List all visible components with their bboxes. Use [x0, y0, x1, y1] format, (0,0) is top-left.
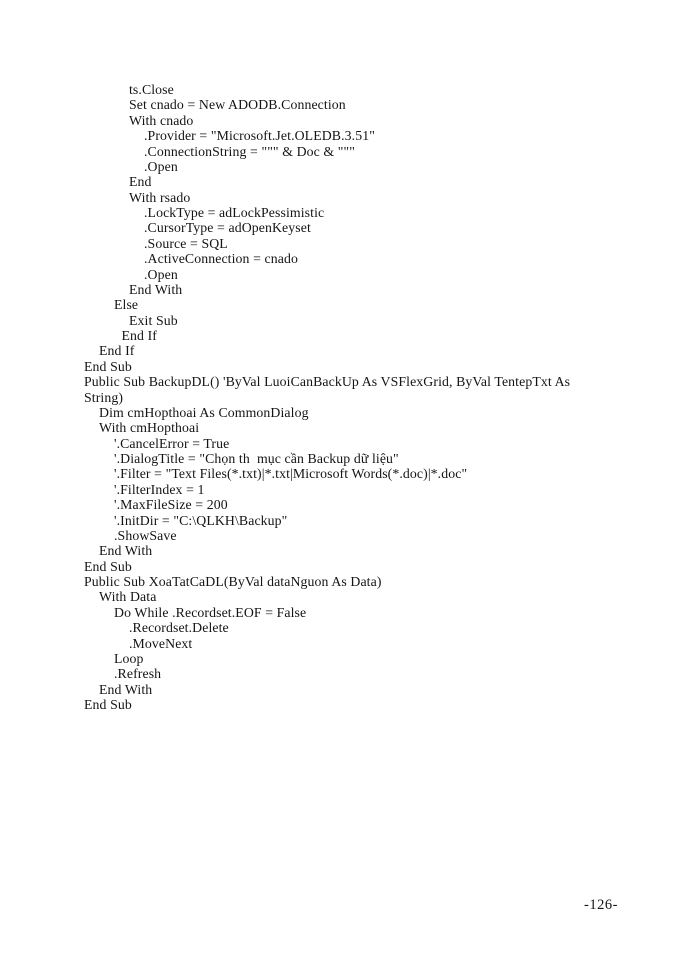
code-line: .Open	[144, 266, 178, 282]
code-line: .ShowSave	[114, 527, 177, 543]
code-line: '.Filter = "Text Files(*.txt)|*.txt|Micr…	[114, 466, 468, 482]
code-line: With rsado	[129, 189, 191, 205]
code-line: .Open	[144, 158, 178, 174]
code-line: Else	[114, 297, 139, 313]
code-line: .LockType = adLockPessimistic	[144, 205, 325, 220]
code-line: Set cnado = New ADODB.Connection	[129, 97, 346, 113]
code-line: Dim cmHopthoai As CommonDialog	[99, 404, 309, 420]
code-line: .Source = SQL	[144, 235, 228, 251]
code-line: '.InitDir = "C:\QLKH\Backup"	[114, 512, 288, 528]
code-line: ts.Close	[129, 82, 174, 97]
code-line: End Sub	[84, 558, 132, 574]
code-line: .CursorType = adOpenKeyset	[144, 220, 311, 236]
code-line: End With	[99, 543, 153, 559]
code-line: End If	[121, 328, 157, 343]
code-line: .Recordset.Delete	[129, 620, 229, 636]
code-line: String)	[84, 389, 124, 405]
code-line: Do While .Recordset.EOF = False	[114, 604, 307, 620]
code-line: '.DialogTitle = "Chọn th mục cần Backup …	[114, 451, 399, 466]
code-line: .Provider = "Microsoft.Jet.OLEDB.3.51"	[144, 128, 375, 144]
code-line: End With	[129, 281, 183, 297]
code-line: End Sub	[84, 358, 132, 374]
page-number: -126-	[584, 897, 618, 913]
code-line: End If	[99, 343, 135, 359]
code-line: .MoveNext	[129, 635, 193, 651]
code-line: End Sub	[84, 697, 132, 712]
code-line: With Data	[99, 589, 157, 605]
code-line: .ActiveConnection = cnado	[144, 251, 298, 267]
code-line: '.MaxFileSize = 200	[114, 497, 228, 513]
code-line: '.CancelError = True	[114, 435, 230, 451]
code-line: Exit Sub	[129, 312, 178, 328]
code-line: '.FilterIndex = 1	[114, 481, 205, 497]
code-line: Loop	[114, 650, 144, 666]
code-line: Public Sub BackupDL() 'ByVal LuoiCanBack…	[84, 374, 571, 390]
code-line: .ConnectionString = """ & Doc & """	[144, 143, 356, 159]
code-line: End	[129, 174, 152, 190]
code-line: End With	[99, 681, 153, 697]
code-line: With cnado	[129, 112, 194, 128]
code-line: With cmHopthoai	[99, 420, 200, 436]
code-line: .Refresh	[114, 666, 162, 682]
code-line: Public Sub XoaTatCaDL(ByVal dataNguon As…	[84, 574, 382, 589]
